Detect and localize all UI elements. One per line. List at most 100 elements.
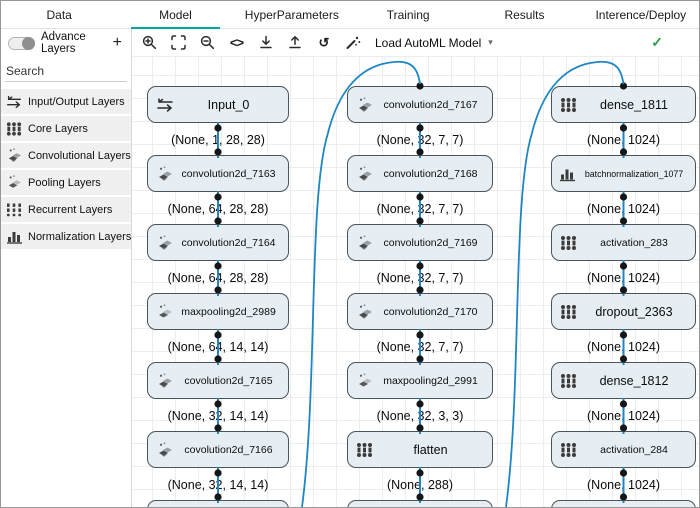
load-automl-label: Load AutoML Model bbox=[375, 35, 482, 50]
advance-layers-toggle[interactable] bbox=[8, 36, 35, 50]
node-maxpooling2d-2991[interactable]: maxpooling2d_2991 bbox=[347, 362, 493, 399]
layer-category-label: Recurrent Layers bbox=[28, 203, 113, 216]
tab-hyperparameters[interactable]: HyperParameters bbox=[234, 1, 350, 28]
core-layers-icon bbox=[559, 97, 578, 113]
node-maxpooling2d-2989[interactable]: maxpooling2d_2989 bbox=[147, 293, 289, 330]
node-convolution2d-7163[interactable]: convolution2d_7163 bbox=[147, 155, 289, 192]
canvas[interactable]: Input_0 (None, 1, 28, 28) convolution2d_… bbox=[132, 57, 699, 507]
core-layers-icon bbox=[559, 235, 578, 251]
sidebar-item-core-layers[interactable]: Core Layers bbox=[1, 116, 131, 141]
automl-wand-icon[interactable] bbox=[344, 34, 361, 51]
layer-category-label: Input/Output Layers bbox=[28, 95, 125, 108]
node-convolution2d-7164[interactable]: convolution2d_7164 bbox=[147, 224, 289, 261]
node-covolution2d-7165[interactable]: covolution2d_7165 bbox=[147, 362, 289, 399]
node-partial[interactable] bbox=[147, 500, 289, 507]
core-layers-icon bbox=[355, 442, 374, 458]
tab-training[interactable]: Training bbox=[350, 1, 466, 28]
tab-data[interactable]: Data bbox=[1, 1, 117, 28]
input-output-icon bbox=[5, 95, 23, 109]
node-label: activation_283 bbox=[600, 236, 668, 249]
node-input-0[interactable]: Input_0 bbox=[147, 86, 289, 123]
code-icon[interactable]: <> bbox=[228, 34, 245, 51]
tab-label: Data bbox=[46, 7, 72, 22]
normalization-icon bbox=[5, 229, 23, 244]
fit-screen-icon[interactable] bbox=[170, 34, 187, 51]
add-layer-button[interactable]: + bbox=[112, 34, 122, 51]
node-convolution2d-7169[interactable]: convolution2d_7169 bbox=[347, 224, 493, 261]
tab-label: Results bbox=[504, 7, 545, 22]
port-dot bbox=[214, 262, 222, 270]
core-layers-icon bbox=[5, 121, 23, 137]
port-dot bbox=[214, 400, 222, 408]
node-flatten[interactable]: flatten bbox=[347, 431, 493, 468]
tab-label: HyperParameters bbox=[244, 7, 339, 22]
convolutional-icon bbox=[5, 147, 23, 164]
output-shape-label: (None, 1024) bbox=[587, 478, 660, 492]
search-wrap bbox=[1, 57, 131, 82]
sidebar-item-normalization-layers[interactable]: Normalization Layers bbox=[1, 224, 131, 249]
sidebar-item-input-output-layers[interactable]: Input/Output Layers bbox=[1, 89, 131, 114]
node-batchnormalization-1077[interactable]: batchnormalization_1077 bbox=[551, 155, 696, 192]
tab-results[interactable]: Results bbox=[466, 1, 582, 28]
output-shape-label: (None, 1, 28, 28) bbox=[171, 133, 265, 147]
zoom-in-icon[interactable] bbox=[141, 34, 158, 51]
sidebar-item-recurrent-layers[interactable]: Recurrent Layers bbox=[1, 197, 131, 222]
output-shape-label: (None, 1024) bbox=[587, 409, 660, 423]
advance-layers-label: Advance Layers bbox=[41, 31, 86, 55]
history-icon[interactable]: ↺ bbox=[315, 34, 332, 51]
output-shape-label: (None, 32, 7, 7) bbox=[376, 271, 464, 285]
node-dense-1812[interactable]: dense_1812 bbox=[551, 362, 696, 399]
output-shape-label: (None, 1024) bbox=[587, 202, 660, 216]
node-label: covolution2d_7165 bbox=[184, 374, 273, 387]
check-icon[interactable]: ✓ bbox=[651, 34, 663, 50]
tab-label: Interence/Deploy bbox=[595, 7, 687, 22]
advance-layers-row: Advance Layers + bbox=[1, 29, 131, 57]
canvas-toolbar: <> ↺ Load AutoML Model ▾ ✓ bbox=[132, 29, 699, 57]
toolbar-buttons: <> ↺ bbox=[141, 34, 361, 51]
layer-category-label: Core Layers bbox=[28, 122, 88, 135]
download-icon[interactable] bbox=[257, 34, 274, 51]
core-layers-icon bbox=[559, 373, 578, 389]
tab-interence-deploy[interactable]: Interence/Deploy bbox=[583, 1, 699, 28]
node-label: dropout_2363 bbox=[595, 304, 673, 319]
port-dot bbox=[416, 400, 424, 408]
node-dense-1811[interactable]: dense_1811 bbox=[551, 86, 696, 123]
output-shape-label: (None, 32, 3, 3) bbox=[376, 409, 464, 423]
node-activation-283[interactable]: activation_283 bbox=[551, 224, 696, 261]
node-partial[interactable] bbox=[551, 500, 696, 507]
load-automl-button[interactable]: Load AutoML Model ▾ bbox=[375, 36, 493, 50]
node-label: convolution2d_7167 bbox=[383, 98, 478, 111]
top-tab-bar: Data Model HyperParameters Training Resu… bbox=[1, 1, 699, 29]
node-convolution2d-7167[interactable]: convolution2d_7167 bbox=[347, 86, 493, 123]
sidebar-item-pooling-layers[interactable]: Pooling Layers bbox=[1, 170, 131, 195]
tab-model[interactable]: Model bbox=[117, 1, 233, 29]
port-dot bbox=[416, 262, 424, 270]
node-label: maxpooling2d_2989 bbox=[181, 305, 276, 318]
app-body: Advance Layers + Input/Output Layers Cor… bbox=[1, 29, 699, 507]
sidebar-item-convolutional-layers[interactable]: Convolutional Layers bbox=[1, 143, 131, 168]
search-input[interactable] bbox=[5, 61, 127, 82]
node-partial[interactable] bbox=[347, 500, 493, 507]
port-dot bbox=[619, 262, 628, 270]
output-shape-label: (None, 32, 7, 7) bbox=[376, 133, 464, 147]
convolutional-icon bbox=[355, 165, 374, 182]
node-label: flatten bbox=[413, 442, 448, 457]
node-activation-284[interactable]: activation_284 bbox=[551, 431, 696, 468]
port-dot bbox=[416, 331, 424, 339]
convolutional-icon bbox=[155, 234, 174, 251]
output-shape-label: (None, 64, 28, 28) bbox=[167, 271, 269, 285]
node-convolution2d-7170[interactable]: convolution2d_7170 bbox=[347, 293, 493, 330]
zoom-out-icon[interactable] bbox=[199, 34, 216, 51]
node-dropout-2363[interactable]: dropout_2363 bbox=[551, 293, 696, 330]
node-convolution2d-7168[interactable]: convolution2d_7168 bbox=[347, 155, 493, 192]
output-shape-label: (None, 64, 28, 28) bbox=[167, 202, 269, 216]
port-dot bbox=[619, 193, 628, 201]
layers-sidebar: Advance Layers + Input/Output Layers Cor… bbox=[1, 29, 132, 507]
history-icon: ↺ bbox=[318, 34, 330, 50]
output-shape-label: (None, 1024) bbox=[587, 340, 660, 354]
node-covolution2d-7166[interactable]: covolution2d_7166 bbox=[147, 431, 289, 468]
layer-category-label: Normalization Layers bbox=[28, 230, 132, 243]
port-dot bbox=[214, 124, 222, 132]
upload-icon[interactable] bbox=[286, 34, 303, 51]
